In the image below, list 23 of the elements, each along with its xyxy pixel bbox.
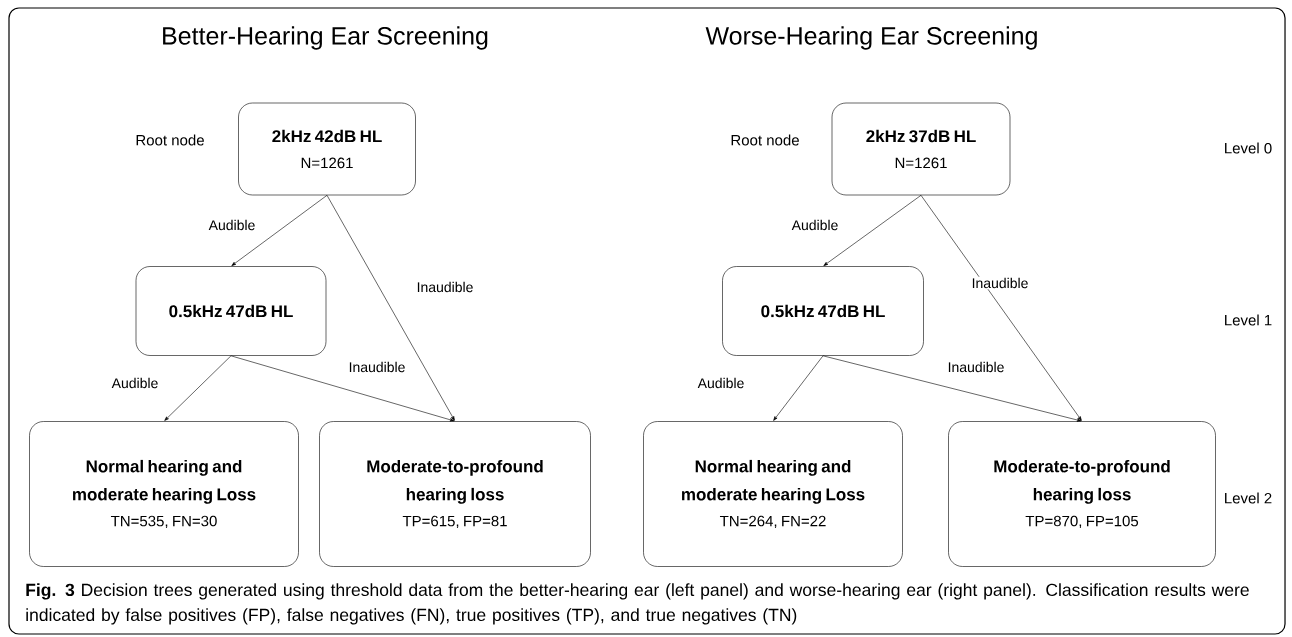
arrow <box>823 195 922 266</box>
decision-box: 2kHz 37dB HL N=1261 <box>831 102 1011 196</box>
level-label: Level 0 <box>1225 142 1272 154</box>
panel-title: Better-Hearing Ear Screening <box>163 26 488 50</box>
row-label: Root node <box>136 134 204 146</box>
decision-box: Moderate-to-profound hearing loss TP=870, FP=105 <box>948 421 1216 567</box>
panel-title: Worse-Hearing Ear Screening <box>705 26 1037 50</box>
decision-box: Normal hearing and moderate hearing Loss TN=535, FN=30 <box>29 421 299 567</box>
decision-box: 0.5kHz 47dB HL <box>722 266 924 356</box>
row-label: Root node <box>731 134 799 146</box>
level-label: Level 1 <box>1225 314 1272 326</box>
arrow <box>231 195 328 266</box>
arrow <box>230 355 455 422</box>
arrow <box>164 355 232 421</box>
arrow <box>822 355 1082 422</box>
decision-box: Normal hearing and moderate hearing Loss TN=264, FN=22 <box>643 421 903 567</box>
decision-box: 0.5kHz 47dB HL <box>135 266 327 356</box>
arrow <box>920 195 1082 421</box>
arrow <box>773 355 824 421</box>
arrow <box>326 195 455 421</box>
decision-box: 2kHz 42dB HL N=1261 <box>238 102 416 196</box>
decision-box: Moderate-to-profound hearing loss TP=615, FP=81 <box>319 421 591 567</box>
figure-caption: Fig. 3 Decision trees generated using threshold data from the better-hearing ear (left panel) and worse-hearing ear (right panel). Classification results were indicated by false positives (FP), false negatives (FN), true positives (TP), and true negatives (TN) <box>26 583 1249 625</box>
